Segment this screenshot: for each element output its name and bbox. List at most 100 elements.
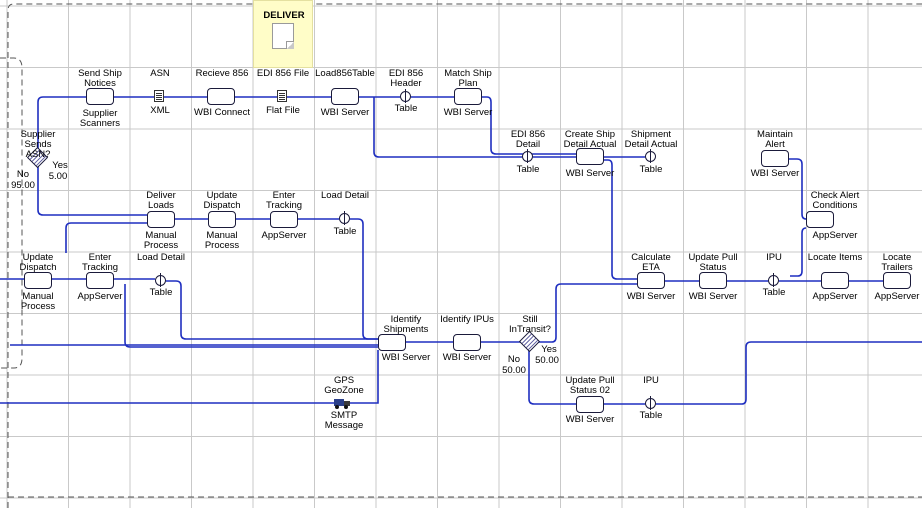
appserver-li-label: AppServer [812,291,858,302]
no-transit-percent: 50.00 [502,365,526,376]
connector-35[interactable] [790,227,807,277]
check-alert-conditions-node[interactable] [806,211,834,228]
load-detail-left-label: Load Detail [136,252,186,263]
locate-trailers-node[interactable] [883,272,911,289]
update-dispatch-top-label: Update Dispatch [203,190,241,211]
no-transit-label: No [507,354,521,365]
ipu-top-table-icon[interactable] [768,273,779,287]
manual-process-ud-label: Manual Process [204,230,240,251]
table-shipment-label: Table [639,164,663,175]
connector-28[interactable] [528,350,576,405]
load-detail-top-table-icon[interactable] [339,211,350,225]
xml-document-icon[interactable] [154,90,164,102]
no-asn-percent: 95.00 [11,180,35,191]
edi-856-file-label: EDI 856 File [256,68,310,79]
connector-22[interactable] [65,222,147,253]
edi-856-detail-label: EDI 856 Detail [510,129,546,150]
flat-file-document-icon[interactable] [277,90,287,102]
connector-13[interactable] [37,165,147,216]
ipu-bottom-label: IPU [643,375,659,386]
load856table-node[interactable] [331,88,359,105]
connector-11[interactable] [604,159,637,280]
update-dispatch-top-node[interactable] [208,211,236,228]
shipment-detail-actual-table-icon[interactable] [645,149,656,163]
match-ship-plan-node[interactable] [454,88,482,105]
asn-label: ASN [150,68,170,79]
update-pull-status-02-label: Update Pull Status 02 [565,375,615,396]
gps-truck-icon[interactable] [334,399,350,409]
calculate-eta-label: Calculate ETA [631,252,671,273]
enter-tracking-left-node[interactable] [86,272,114,289]
manual-process-left-label: Manual Process [20,291,56,312]
connector-37[interactable] [350,350,379,404]
connector-27[interactable] [537,283,637,343]
send-ship-notices-node[interactable] [86,88,114,105]
enter-tracking-top-node[interactable] [270,211,298,228]
recieve-856-node[interactable] [207,88,235,105]
locate-items-node[interactable] [821,272,849,289]
connector-24[interactable] [124,284,378,348]
update-pull-status-node[interactable] [699,272,727,289]
wbi-server-match-label: WBI Server [443,107,493,118]
connector-12[interactable] [789,158,807,220]
create-ship-detail-node[interactable] [576,148,604,165]
connector-7[interactable] [482,96,576,155]
connector-21[interactable] [166,280,378,340]
smtp-message-label: SMTP Message [324,410,364,431]
yes-asn-percent: 5.00 [48,171,68,182]
manual-process-dl-label: Manual Process [143,230,179,251]
table-ipu-bottom-label: Table [639,410,663,421]
table-header-label: Table [394,103,418,114]
wbi-server-ups-label: WBI Server [688,291,738,302]
locate-items-label: Locate Items [807,252,863,263]
wbi-server-is-label: WBI Server [381,352,431,363]
note-page-icon [272,23,294,49]
connector-8[interactable] [373,97,522,158]
no-asn-label: No [16,169,30,180]
wbi-connect-label: WBI Connect [194,107,250,118]
wbi-server-load-label: WBI Server [320,107,370,118]
load856table-label: Load856Table [315,68,375,79]
load-detail-top-label: Load Detail [320,190,370,201]
load-detail-left-table-icon[interactable] [155,273,166,287]
deliver-loads-node[interactable] [147,211,175,228]
deliver-title: DELIVER [263,10,305,21]
maintain-alert-node[interactable] [761,150,789,167]
ipu-bottom-table-icon[interactable] [645,396,656,410]
enter-tracking-top-label: Enter Tracking [265,190,303,211]
appserver-et-top-label: AppServer [261,230,307,241]
deliver-loads-label: Deliver Loads [146,190,176,211]
identify-ipus-node[interactable] [453,334,481,351]
update-pull-status-02-node[interactable] [576,396,604,413]
recieve-856-label: Recieve 856 [195,68,249,79]
deliver-swimlane-header[interactable]: DELIVER [253,0,313,68]
still-in-transit-label: Still InTransit? [509,314,551,335]
table-ld-top-label: Table [333,226,357,237]
update-dispatch-left-label: Update Dispatch [19,252,57,273]
edi-856-header-table-icon[interactable] [400,89,411,103]
wbi-server-ups2-label: WBI Server [565,414,615,425]
match-ship-plan-label: Match Ship Plan [444,68,492,89]
flat-file-label: Flat File [266,105,300,116]
identify-ipus-label: Identify IPUs [440,314,494,325]
connector-0[interactable] [37,96,86,150]
appserver-lt-label: AppServer [874,291,920,302]
wbi-server-alert-label: WBI Server [750,168,800,179]
wbi-server-create-label: WBI Server [565,168,615,179]
edi-856-detail-table-icon[interactable] [522,149,533,163]
update-dispatch-left-node[interactable] [24,272,52,289]
wbi-server-eta-label: WBI Server [626,291,676,302]
connector-30[interactable] [656,341,922,405]
table-detail-label: Table [516,164,540,175]
ipu-top-label: IPU [766,252,782,263]
identify-shipments-node[interactable] [378,334,406,351]
update-pull-status-label: Update Pull Status [688,252,738,273]
locate-trailers-label: Locate Trailers [881,252,913,273]
check-alert-conditions-label: Check Alert Conditions [810,190,860,211]
connector-17[interactable] [350,218,378,340]
appserver-check-label: AppServer [812,230,858,241]
calculate-eta-node[interactable] [637,272,665,289]
